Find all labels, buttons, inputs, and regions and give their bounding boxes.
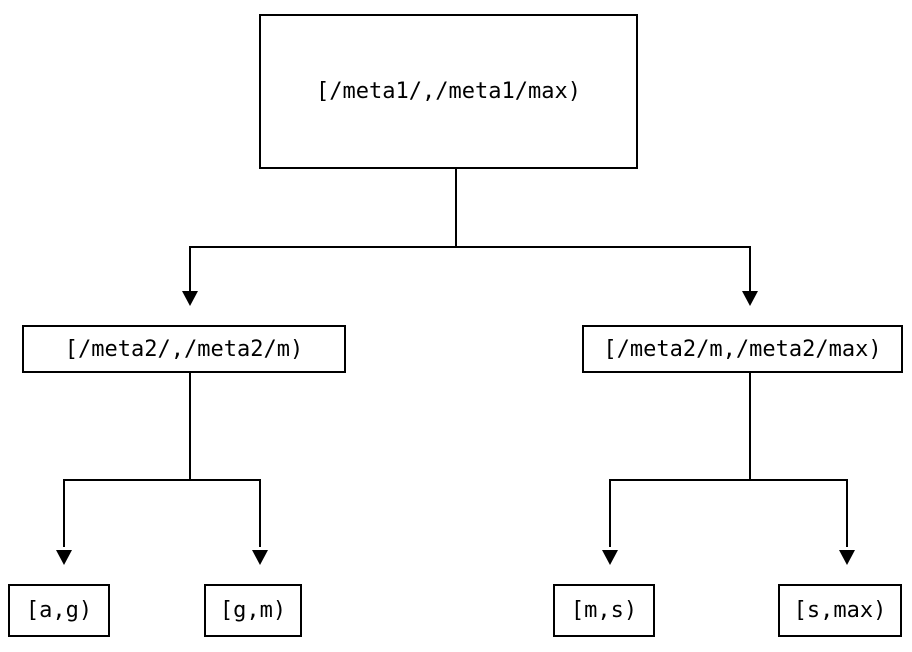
node-leaf-s-max: [s,max) [778, 584, 902, 637]
edge-root-stem [455, 169, 457, 248]
edge-meta2-high-stem [749, 373, 751, 481]
arrowhead-down-icon [742, 291, 758, 306]
node-meta2-high-range: [/meta2/m,/meta2/max) [582, 325, 903, 373]
edge-root-crossbar [189, 246, 751, 248]
node-leaf-a-g-label: [a,g) [25, 598, 93, 623]
node-leaf-s-max-label: [s,max) [793, 598, 887, 623]
edge-meta2-high-crossbar [609, 479, 848, 481]
node-meta2-low-label: [/meta2/,/meta2/m) [64, 336, 304, 362]
edge-meta2-high-to-leaf-m-s-drop [609, 479, 611, 547]
node-root-label: [/meta1/,/meta1/max) [316, 79, 581, 104]
node-leaf-g-m: [g,m) [204, 584, 302, 637]
arrowhead-down-icon [839, 550, 855, 565]
arrowhead-down-icon [56, 550, 72, 565]
node-meta2-high-label: [/meta2/m,/meta2/max) [603, 336, 882, 362]
arrowhead-down-icon [182, 291, 198, 306]
node-leaf-m-s-label: [m,s) [570, 598, 638, 623]
edge-meta2-low-to-leaf-a-g-drop [63, 479, 65, 547]
node-meta2-low-range: [/meta2/,/meta2/m) [22, 325, 346, 373]
arrowhead-down-icon [252, 550, 268, 565]
arrowhead-down-icon [602, 550, 618, 565]
edge-root-to-meta2-low-drop [189, 246, 191, 291]
node-leaf-m-s: [m,s) [553, 584, 655, 637]
edge-meta2-low-crossbar [63, 479, 261, 481]
node-leaf-a-g: [a,g) [8, 584, 110, 637]
edge-meta2-low-stem [189, 373, 191, 481]
edge-meta2-high-to-leaf-s-max-drop [846, 479, 848, 547]
edge-meta2-low-to-leaf-g-m-drop [259, 479, 261, 547]
node-root-meta1-range: [/meta1/,/meta1/max) [259, 14, 638, 169]
edge-root-to-meta2-high-drop [749, 246, 751, 291]
node-leaf-g-m-label: [g,m) [219, 598, 287, 623]
